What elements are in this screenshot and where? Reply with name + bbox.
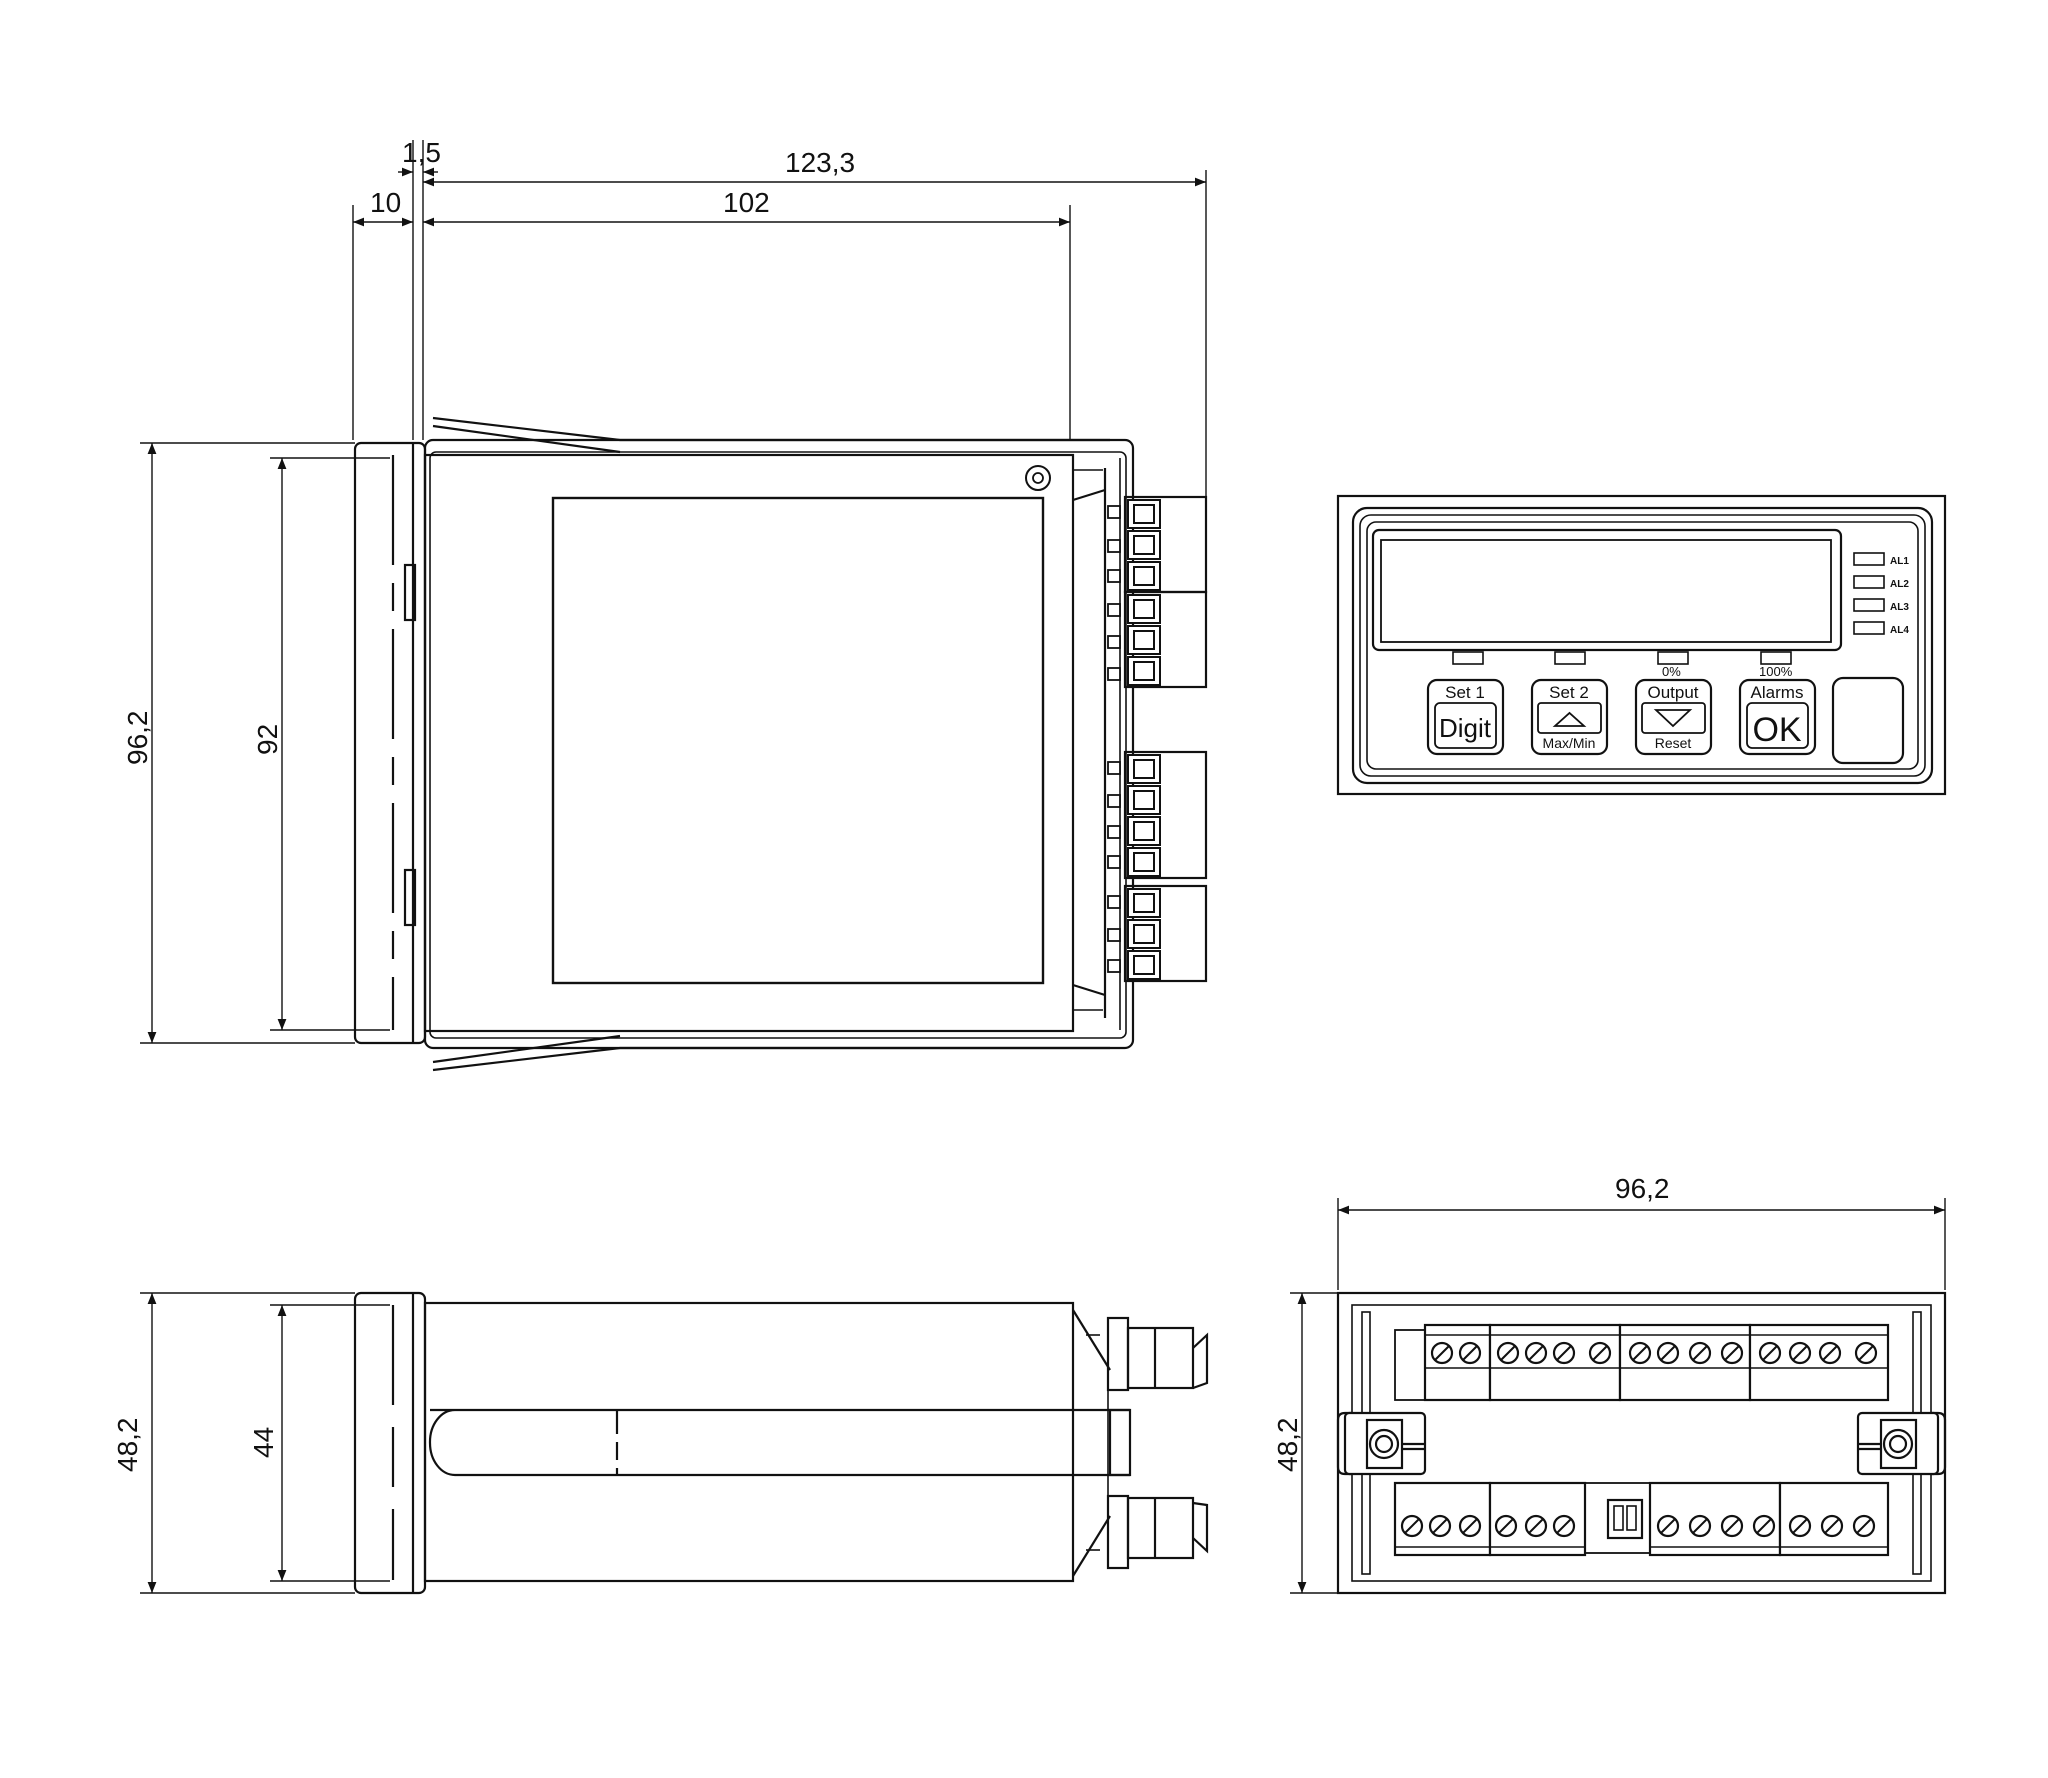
dim-102: 102 (723, 187, 770, 218)
set1-label: Set 1 (1445, 683, 1485, 702)
dim-96-2-rear: 96,2 (1615, 1173, 1670, 1204)
digit-label: Digit (1439, 713, 1492, 743)
alarm-label-2: AL2 (1890, 579, 1909, 590)
dim-48-2-rear: 48,2 (1272, 1418, 1303, 1473)
top-view (140, 1291, 1209, 1595)
side-view (140, 140, 1208, 1072)
front-view (1336, 494, 1947, 796)
set2-label: Set 2 (1549, 683, 1589, 702)
alarm-label-4: AL4 (1890, 625, 1909, 636)
alarms-ok-button[interactable]: Alarms OK (1738, 678, 1817, 756)
rear-view (1290, 1198, 1947, 1595)
side-connector-terminals (1107, 499, 1161, 980)
output-reset-button[interactable]: Output Reset (1634, 678, 1713, 756)
alarms-label: Alarms (1751, 683, 1804, 702)
down-arrow-icon (1653, 709, 1693, 728)
indicator-label-0: 0% (1662, 664, 1681, 679)
output-label: Output (1647, 683, 1698, 702)
set1-digit-button[interactable]: Set 1 Digit (1426, 678, 1505, 756)
rear-lower-screws (1400, 1514, 1876, 1538)
dim-10: 10 (370, 187, 401, 218)
dim-44: 44 (248, 1427, 279, 1458)
dim-96-2-side: 96,2 (122, 711, 153, 766)
dim-48-2-top-view: 48,2 (112, 1418, 143, 1473)
set2-max-min-button[interactable]: Set 2 Max/Min (1530, 678, 1609, 756)
ok-label: OK (1752, 711, 1801, 749)
max-min-label: Max/Min (1543, 735, 1596, 751)
reset-label: Reset (1655, 735, 1692, 751)
dim-1-5: 1,5 (402, 137, 441, 168)
up-arrow-icon (1552, 711, 1587, 727)
alarm-label-3: AL3 (1890, 602, 1909, 613)
alarm-label-1: AL1 (1890, 556, 1909, 567)
dim-92: 92 (252, 724, 283, 755)
indicator-label-100: 100% (1759, 664, 1793, 679)
dim-123-3: 123,3 (785, 147, 855, 178)
